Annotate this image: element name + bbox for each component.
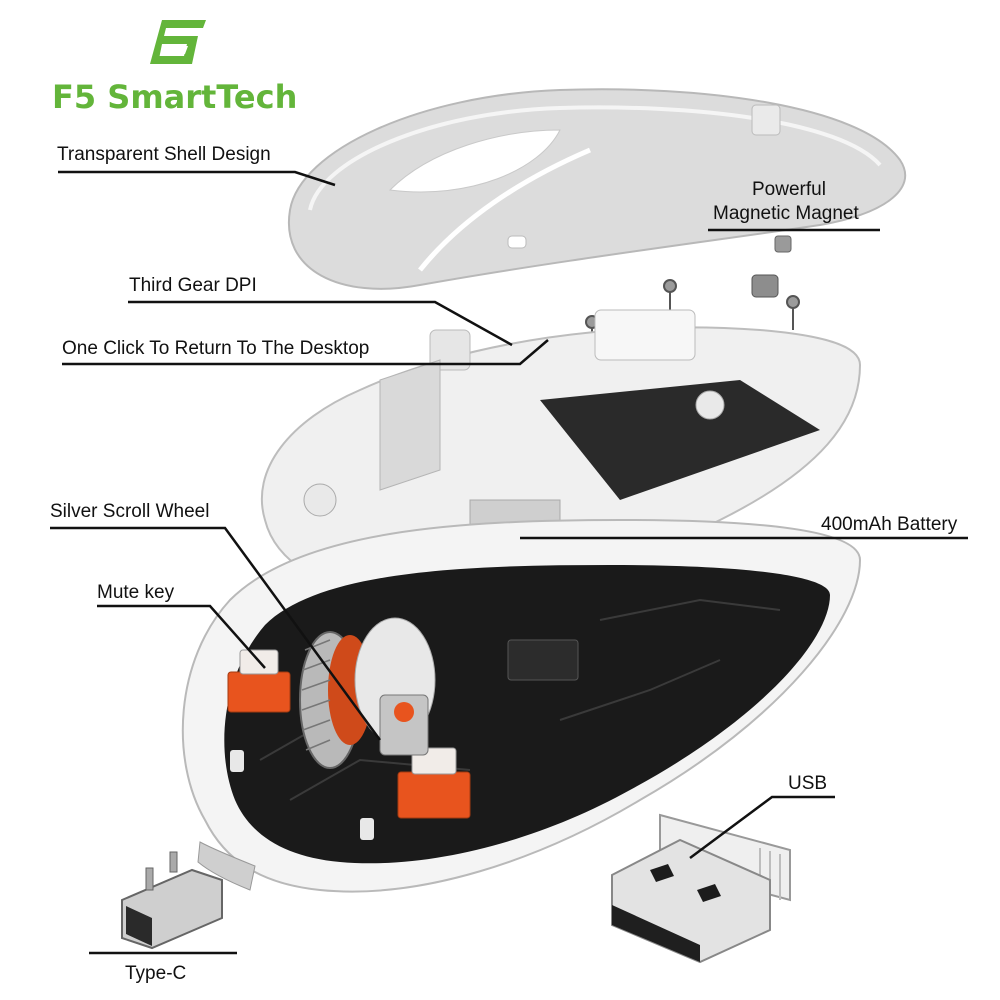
callout-magnet-line1: Powerful: [752, 179, 826, 200]
mute-key-switch: [227, 649, 291, 713]
magnets: [751, 235, 792, 298]
leader-scroll: [50, 526, 382, 741]
callout-silver-scroll-wheel: Silver Scroll Wheel: [50, 501, 210, 522]
encoder: [379, 694, 429, 756]
transparent-shell: [287, 88, 907, 290]
type-c-connector: [121, 851, 223, 950]
callout-type-c: Type-C: [125, 963, 187, 984]
callout-third-gear-dpi: Third Gear DPI: [129, 275, 257, 296]
chip: [507, 639, 579, 681]
leader-dpi: [128, 300, 513, 347]
leader-shell: [58, 170, 336, 187]
callout-return-to-desktop: One Click To Return To The Desktop: [62, 338, 370, 359]
usb-receiver: [611, 813, 791, 964]
callout-usb: USB: [788, 773, 828, 794]
leader-desktop: [62, 339, 549, 366]
leader-mute: [97, 604, 266, 669]
brand-name: F5 SmartTech: [52, 78, 298, 116]
callout-transparent-shell: Transparent Shell Design: [57, 144, 271, 165]
leader-usb: [689, 795, 835, 860]
f5-logo-icon: [150, 20, 206, 64]
callout-mute-key: Mute key: [97, 582, 175, 603]
callout-battery: 400mAh Battery: [821, 514, 958, 535]
callout-magnet-line2: Magnetic Magnet: [713, 203, 859, 224]
leader-lines: [50, 170, 968, 955]
